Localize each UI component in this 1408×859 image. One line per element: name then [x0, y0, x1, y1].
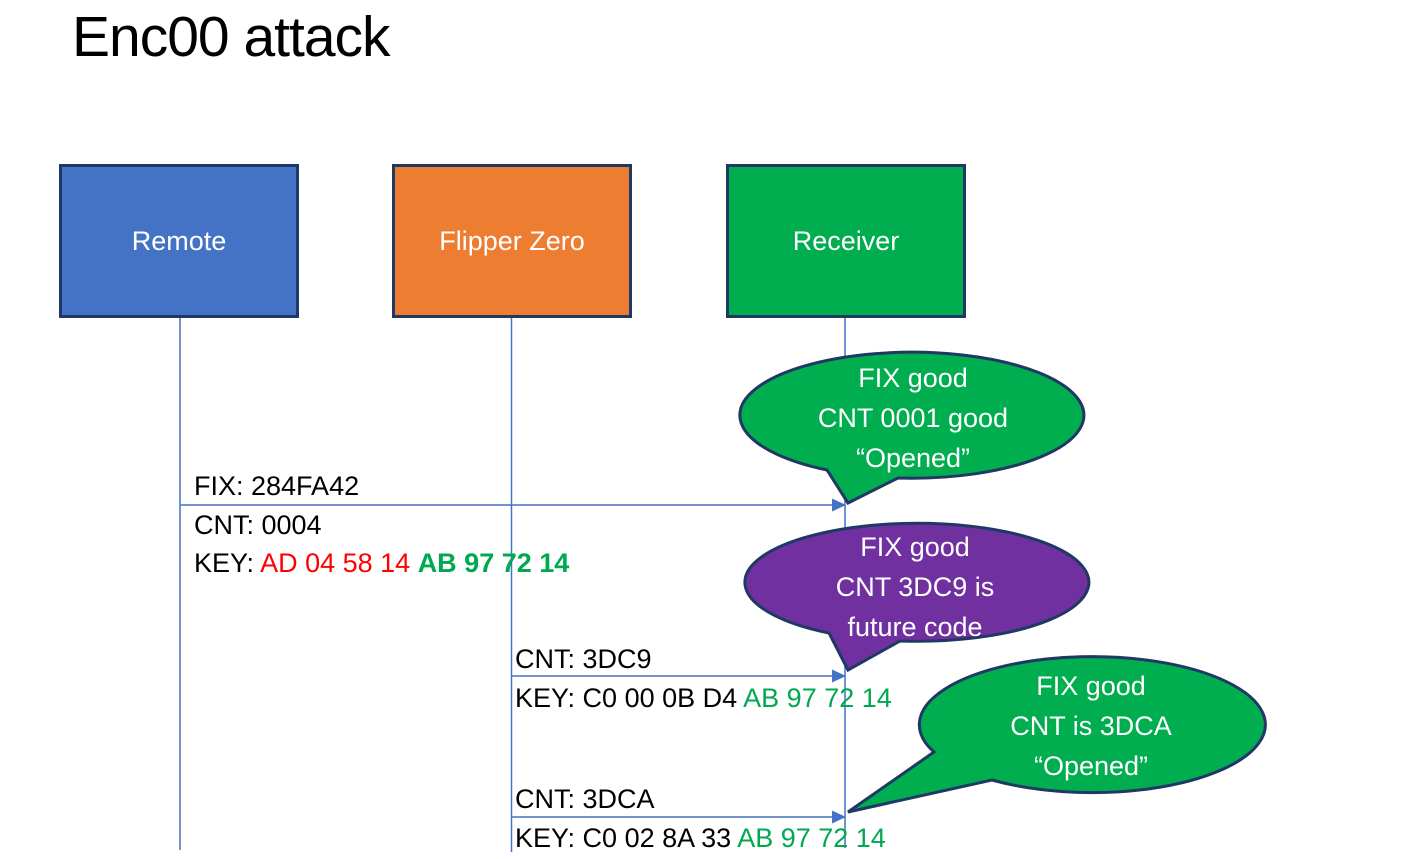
- message-3-key-label: KEY: C0 02 8A 33 AB 97 72 14: [515, 822, 886, 854]
- callout-1-line-1: FIX good: [858, 363, 968, 393]
- message-1-key-green-bytes: AB 97 72 14: [417, 548, 570, 578]
- actor-label-receiver: Receiver: [792, 225, 900, 256]
- callout-3-text: FIX good CNT is 3DCA “Opened”: [918, 666, 1264, 786]
- message-3-key-black-bytes: C0 02 8A 33: [582, 823, 738, 853]
- message-2-key-prefix: KEY:: [515, 683, 583, 713]
- callout-2-line-2: CNT 3DC9 is: [835, 572, 995, 602]
- callout-1-line-2: CNT 0001 good: [817, 403, 1009, 433]
- actor-label-remote: Remote: [131, 225, 227, 256]
- message-2-key-black-bytes: C0 00 0B D4: [582, 683, 744, 713]
- message-2-cnt-label: CNT: 3DC9: [515, 644, 652, 674]
- callout-1-text: FIX good CNT 0001 good “Opened”: [740, 358, 1086, 478]
- message-3-key-green-bytes: AB 97 72 14: [737, 823, 886, 853]
- message-1-cnt-label: CNT: 0004: [194, 510, 322, 540]
- callout-3-bubble-shape: [847, 655, 1267, 814]
- message-1-key-prefix: KEY:: [194, 548, 261, 578]
- callout-2-text: FIX good CNT 3DC9 is future code: [742, 527, 1088, 647]
- callout-3-line-1: FIX good: [1036, 671, 1146, 701]
- callout-1-bubble-shape: [738, 350, 1086, 505]
- callout-2-bubble-shape: [743, 521, 1091, 673]
- callout-2-line-3: future code: [847, 612, 983, 642]
- callout-2-line-1: FIX good: [860, 532, 970, 562]
- actor-label-flipper-zero: Flipper Zero: [439, 225, 585, 256]
- page-title: Enc00 attack: [72, 5, 391, 69]
- message-3-cnt-label: CNT: 3DCA: [515, 784, 655, 814]
- callout-3-line-3: “Opened”: [1033, 751, 1149, 781]
- actor-box-flipper-zero: Flipper Zero: [392, 164, 632, 318]
- message-3-arrowhead-icon: [832, 810, 846, 824]
- message-2-key-label: KEY: C0 00 0B D4 AB 97 72 14: [515, 682, 892, 714]
- message-1-key-label: KEY: AD 04 58 14 AB 97 72 14: [194, 547, 569, 579]
- message-1-key-red-bytes: AD 04 58 14: [260, 548, 418, 578]
- actor-box-remote: Remote: [59, 164, 299, 318]
- message-2-key-green-bytes: AB 97 72 14: [743, 683, 892, 713]
- actor-box-receiver: Receiver: [726, 164, 966, 318]
- message-2-arrowhead-icon: [832, 669, 846, 683]
- message-1-fix-label: FIX: 284FA42: [194, 471, 360, 501]
- callout-3-line-2: CNT is 3DCA: [1010, 711, 1172, 741]
- callout-1-line-3: “Opened”: [855, 443, 971, 473]
- message-1-arrowhead-icon: [832, 498, 846, 512]
- message-3-key-prefix: KEY:: [515, 823, 583, 853]
